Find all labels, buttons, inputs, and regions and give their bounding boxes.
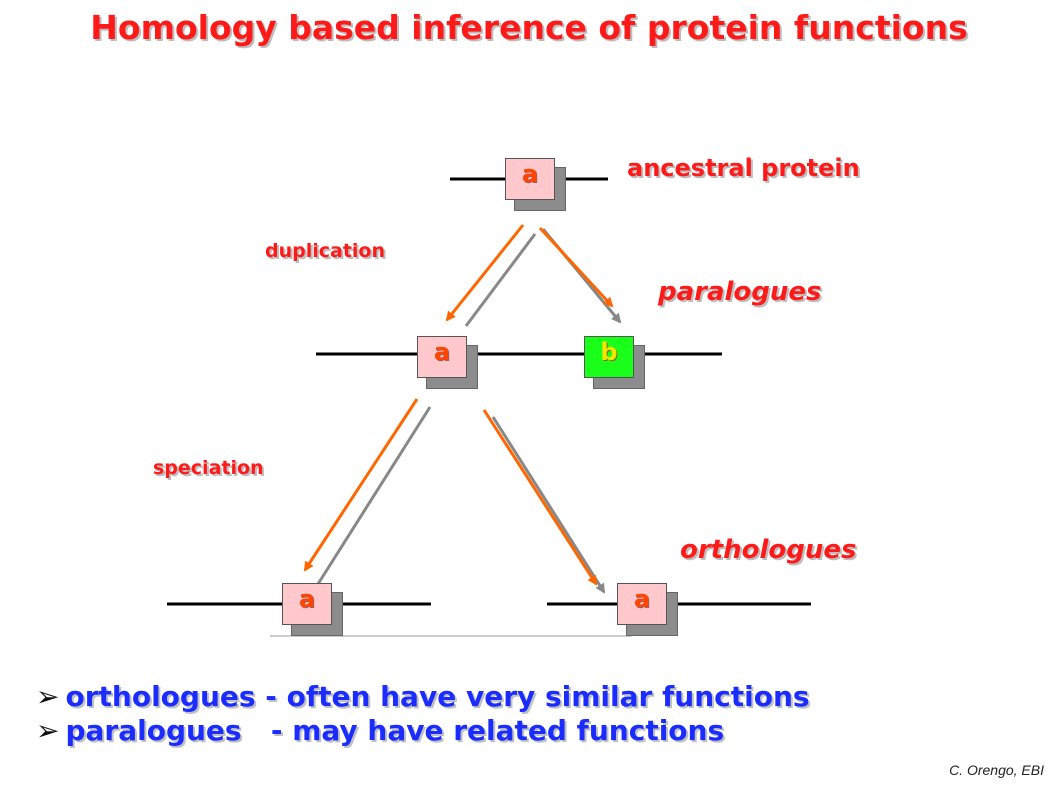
speciation-arrow-right-gray (491, 416, 606, 594)
bullet-item: ➢orthologues - often have very similar f… (36, 680, 810, 714)
duplication-arrow-right-orange (538, 226, 614, 308)
ortholog-gene-right-label: a (617, 583, 667, 625)
ancestral-gene-label: a (505, 158, 555, 200)
orthologues-label: orthologues (680, 535, 857, 565)
paralog-gene-b: b (584, 336, 645, 389)
credit: C. Orengo, EBI (949, 762, 1044, 778)
bullet-text: paralogues - may have related functions (65, 714, 725, 747)
bullet-arrow-icon: ➢ (36, 714, 60, 747)
duplication-arrow-left-gray (464, 233, 537, 327)
bullet-item: ➢paralogues - may have related functions (36, 714, 810, 748)
paralog-gene-a-label: a (417, 336, 467, 378)
speciation-arrow-right-orange (482, 409, 598, 586)
slide-title: Homology based inference of protein func… (90, 8, 968, 47)
speciation-label: speciation (153, 457, 264, 479)
ortholog-gene-left: a (282, 583, 343, 636)
bullet-list: ➢orthologues - often have very similar f… (36, 680, 810, 748)
paralogues-label: paralogues (658, 277, 822, 307)
bullet-text: orthologues - often have very similar fu… (65, 680, 810, 713)
paralog-gene-b-label: b (584, 336, 634, 378)
speciation-arrow-left-orange (303, 398, 419, 572)
ancestral-gene-a: a (505, 158, 566, 211)
ortholog-gene-left-label: a (282, 583, 332, 625)
duplication-label: duplication (265, 240, 386, 262)
speciation-arrow-left-gray (316, 406, 432, 585)
bullet-arrow-icon: ➢ (36, 680, 60, 713)
paralog-gene-a: a (417, 336, 478, 389)
ortholog-gene-right: a (617, 583, 678, 636)
ancestral-protein-label: ancestral protein (627, 154, 860, 182)
duplication-arrow-left-orange (445, 224, 525, 322)
